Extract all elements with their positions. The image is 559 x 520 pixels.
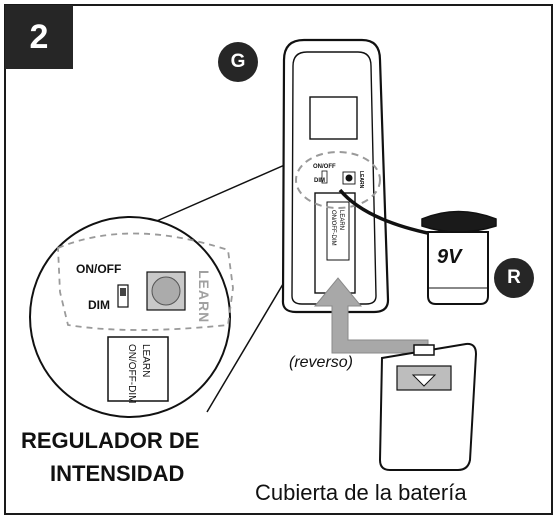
battery-wire	[338, 188, 433, 236]
battery-9v	[421, 210, 497, 305]
cover-caption: Cubierta de la batería	[255, 480, 467, 505]
insert-arrow	[313, 277, 429, 354]
title-line2: INTENSIDAD	[50, 461, 185, 486]
zoom-dim-label: DIM	[88, 298, 110, 312]
zoom-learn-label: LEARN	[196, 270, 212, 324]
remote-sticker-line1: LEARN	[338, 210, 344, 231]
remote-learn-button-dot	[345, 174, 353, 182]
dim-switch-knob	[120, 288, 126, 296]
title-line1: REGULADOR DE	[21, 428, 200, 453]
badge-top: G	[218, 42, 258, 82]
remote-on-off-label: ON/OFF	[313, 164, 336, 170]
magnified-view	[29, 216, 231, 418]
remote-sticker	[326, 201, 350, 261]
zoom-sticker-line1: LEARN	[140, 344, 151, 378]
remote-sticker-line2: ON/OFF-DIM	[330, 210, 336, 246]
badge-right: R	[494, 258, 534, 298]
cover-down-arrow-icon	[411, 374, 437, 387]
zoom-on-off-label: ON/OFF	[76, 262, 122, 276]
magnified-sticker	[107, 336, 169, 402]
figure-frame	[4, 4, 553, 515]
remote-display-window	[309, 96, 358, 140]
remote-learn-label: LEARN	[358, 171, 364, 189]
remote-dim-label: DIM	[314, 178, 325, 184]
remote-dim-switch	[321, 170, 328, 184]
step-number-box: 2	[5, 5, 73, 69]
remote-control	[281, 38, 390, 314]
battery-connector-clip	[421, 210, 497, 233]
cover-latch	[413, 344, 435, 356]
highlight-circle	[295, 151, 381, 209]
reverse-label: (reverso)	[289, 354, 354, 371]
battery-9v-label: 9V	[437, 246, 462, 268]
battery-cover	[378, 342, 478, 471]
learn-button-circle	[151, 276, 181, 306]
zoom-sticker-line2: ON/OFF-DIM	[126, 344, 137, 404]
